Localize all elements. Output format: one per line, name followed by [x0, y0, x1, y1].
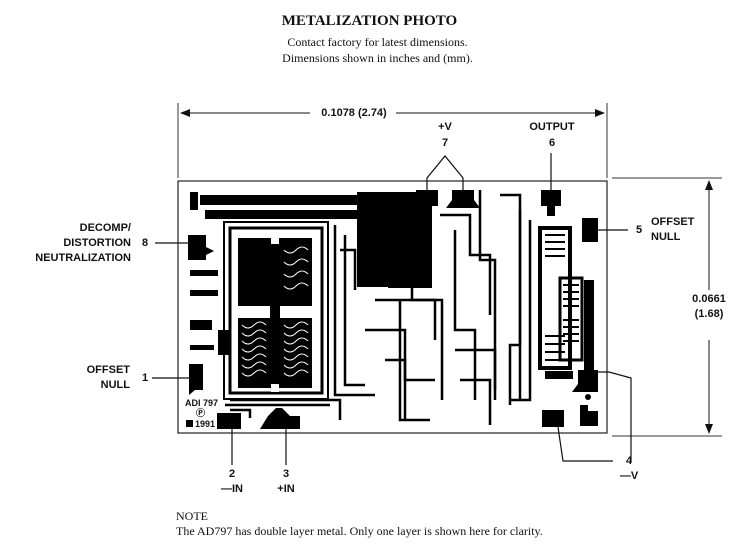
pin-7-name: +V [438, 121, 452, 133]
die-marking-part: ADI 797 [185, 398, 219, 408]
height-dimension [612, 177, 722, 437]
height-dimension-mm: (1.68) [694, 308, 724, 320]
pad-2 [217, 413, 241, 429]
pin-2-name: —IN [221, 483, 243, 495]
pin-3-number: 3 [282, 468, 290, 480]
pin-6-name: OUTPUT [529, 121, 575, 133]
leader-pin-4 [557, 426, 613, 462]
pin-8-name-line3: NEUTRALIZATION [35, 252, 131, 264]
pin-6-number: 6 [548, 137, 556, 149]
pad-4 [542, 410, 564, 427]
pin-1-name-line2: NULL [100, 379, 130, 391]
wiring-traces [225, 190, 532, 425]
die-marking-year: 1991 [186, 419, 215, 429]
pad-5 [582, 218, 598, 242]
comb-structures [538, 226, 584, 379]
die-marking-copyright: Ⓟ [196, 408, 206, 418]
pin-1-name-line1: OFFSET [86, 364, 130, 376]
width-dimension [177, 103, 608, 178]
pin-8-number: 8 [142, 237, 149, 249]
pad-3 [260, 408, 300, 429]
pin-5-name-line2: NULL [651, 231, 681, 243]
pin-5-number: 5 [636, 224, 643, 236]
pin-5-name-line1: OFFSET [651, 216, 695, 228]
note-text: The AD797 has double layer metal. Only o… [176, 524, 543, 538]
adi-logo-icon [186, 420, 193, 427]
width-dimension-label: 0.1078 (2.74) [321, 107, 387, 119]
input-transistor-array [223, 221, 329, 400]
pin-leaders [152, 153, 632, 465]
note-heading: NOTE [176, 509, 208, 523]
height-dimension-inches: 0.0661 [692, 293, 726, 305]
leader-pin-7 [426, 155, 464, 190]
pin-4-name: —V [619, 470, 639, 482]
pad-7b [446, 190, 480, 208]
pin-8-name-line1: DECOMP/ [79, 222, 131, 234]
pad-6 [541, 190, 561, 206]
die-circuitry [188, 190, 598, 429]
pad-8 [188, 235, 214, 260]
pad-7a [416, 190, 438, 206]
die-marking-year-text: 1991 [195, 419, 216, 429]
leader-pin-4-minus [594, 371, 632, 461]
pin-4-number: 4 [625, 455, 633, 467]
subtitle-line-1: Contact factory for latest dimensions. [287, 35, 468, 49]
pad-1 [189, 364, 203, 395]
subtitle-line-2: Dimensions shown in inches and (mm). [282, 51, 473, 65]
pin-3-name: +IN [277, 483, 295, 495]
pin-7-number: 7 [441, 137, 449, 149]
page-title: METALIZATION PHOTO [281, 13, 458, 29]
pin-8-name-line2: DISTORTION [63, 237, 131, 249]
pin-2-number: 2 [228, 468, 236, 480]
pin-1-number: 1 [142, 372, 149, 384]
